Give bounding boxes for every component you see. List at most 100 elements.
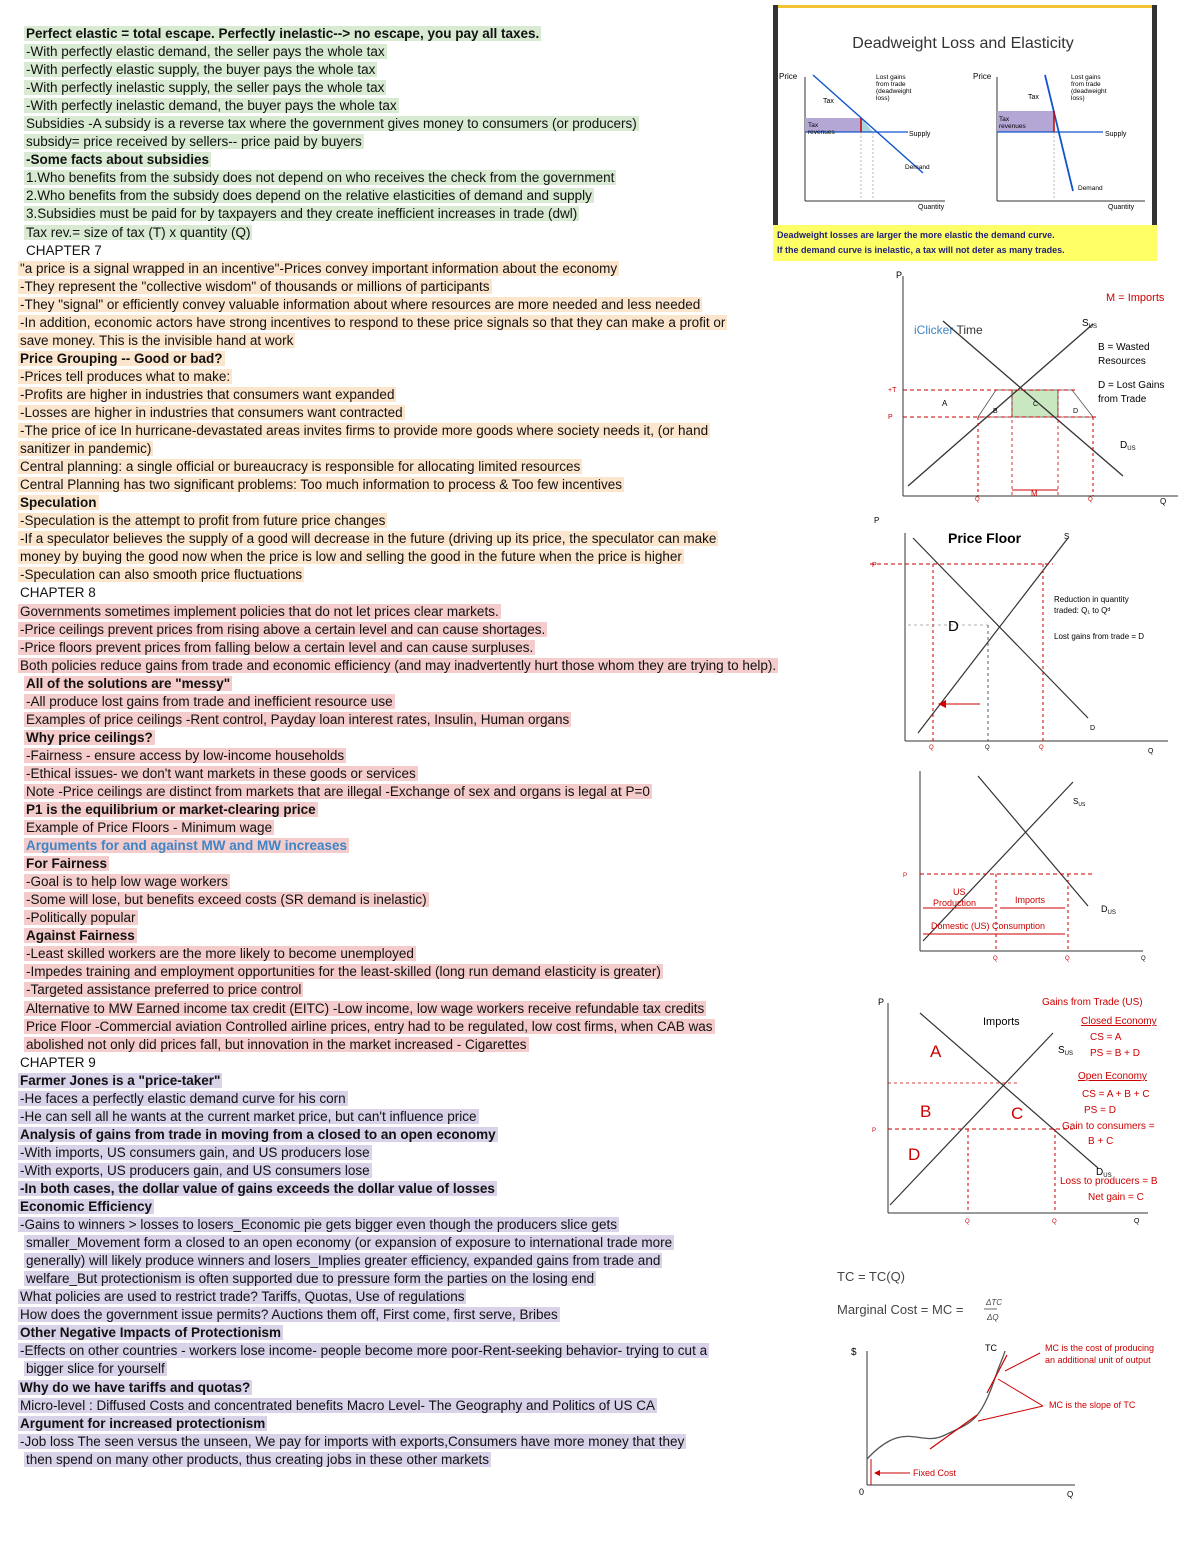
gft-area-c: C	[1011, 1104, 1023, 1123]
note-line: Other Negative Impacts of Protectionism	[18, 1324, 903, 1342]
mc-note-2: MC is the slope of TC	[1049, 1400, 1136, 1410]
marginal-cost-figure: TC = TC(Q) Marginal Cost = MC = ΔTC ΔQ $…	[837, 1269, 1154, 1499]
note-line: -In both cases, the dollar value of gain…	[18, 1180, 903, 1198]
note-line-text: CHAPTER 8	[20, 585, 96, 601]
note-line: sanitizer in pandemic)	[18, 440, 903, 458]
note-line-text: -Job loss The seen versus the unseen, We…	[18, 1433, 687, 1449]
gft-q-axis: Q	[1134, 1218, 1140, 1225]
tariff-m2: M	[1031, 489, 1038, 498]
mc-zero: 0	[859, 1487, 864, 1497]
tariff-q2: Q	[1088, 497, 1093, 503]
note-line: -Speculation is the attempt to profit fr…	[18, 512, 903, 530]
gft-open-cs: CS = A + B + C	[1082, 1089, 1150, 1100]
note-line: -Profits are higher in industries that c…	[18, 386, 903, 404]
gft-loss-prod: Loss to producers = B	[1060, 1176, 1158, 1187]
imp-imports: Imports	[1015, 895, 1046, 905]
tariff-area-d: D	[1073, 408, 1078, 415]
note-line-text: -Prices tell produces what to make:	[18, 368, 233, 384]
note-line-text: Micro-level : Diffused Costs and concent…	[18, 1397, 658, 1413]
note-line: -Least skilled workers are the more like…	[18, 945, 903, 963]
note-line-text: -Losses are higher in industries that co…	[18, 404, 405, 420]
note-line: Price Grouping -- Good or bad?	[18, 350, 903, 368]
tariff-pt: +T	[888, 387, 897, 394]
pf-note-2: traded: Q₁ to Qᵈ	[1054, 606, 1110, 615]
note-line: Against Fairness	[18, 927, 903, 945]
note-line: All of the solutions are "messy"	[18, 675, 903, 693]
gft-net-gain: Net gain = C	[1088, 1192, 1144, 1203]
tariff-d-label: D = Lost Gains from Trade	[1098, 380, 1167, 405]
note-line: then spend on many other products, thus …	[18, 1451, 903, 1469]
note-line-text: -Some will lose, but benefits exceed cos…	[24, 892, 429, 908]
note-line: -The price of ice In hurricane-devastate…	[18, 422, 903, 440]
note-line-text: Why price ceilings?	[24, 729, 155, 745]
note-line-text: -They represent the "collective wisdom" …	[18, 278, 492, 294]
mc-q: Q	[1067, 1490, 1073, 1499]
imp-pw: P	[903, 873, 907, 879]
mc-note-1a: MC is the cost of producing	[1045, 1343, 1154, 1353]
tariff-b-label: B = Wasted Resources	[1098, 342, 1152, 367]
note-line-text: -Price ceilings prevent prices from risi…	[18, 621, 548, 637]
note-line: Price Floor -Commercial aviation Control…	[18, 1018, 903, 1036]
tariff-title: iClicker Time	[914, 323, 983, 337]
note-line: -They "signal" or efficiently convey val…	[18, 296, 903, 314]
note-line: save money. This is the invisible hand a…	[18, 332, 903, 350]
note-line-text: -Fairness - ensure access by low-income …	[24, 747, 347, 763]
note-line-text: -Price floors prevent prices from fallin…	[18, 639, 536, 655]
tariff-area-a: A	[942, 399, 948, 408]
note-line-text: Economic Efficiency	[18, 1199, 155, 1215]
note-line: -With exports, US producers gain, and US…	[18, 1162, 903, 1180]
note-line-text: bigger slice for yourself	[24, 1361, 167, 1377]
dwl-left-qty-label: Quantity	[918, 204, 945, 211]
note-line-text: -Profits are higher in industries that c…	[18, 386, 397, 402]
mc-mc-equation: Marginal Cost = MC =	[837, 1302, 963, 1317]
note-line-text: Analysis of gains from trade in moving f…	[18, 1126, 498, 1142]
note-line: -Goal is to help low wage workers	[18, 873, 903, 891]
pf-p-axis: P	[874, 516, 879, 525]
note-line: Micro-level : Diffused Costs and concent…	[18, 1397, 903, 1415]
note-line: 1.Who benefits from the subsidy does not…	[18, 169, 903, 187]
note-line-text: -With perfectly inelastic supply, the se…	[24, 80, 387, 96]
gft-closed: Closed Economy	[1081, 1016, 1157, 1027]
note-line-text: Note -Price ceilings are distinct from m…	[24, 783, 652, 799]
gft-q1: Q	[965, 1219, 970, 1225]
dwl-right-qty-label: Quantity	[1108, 204, 1135, 211]
gft-p-axis: P	[878, 997, 884, 1007]
note-line: -Ethical issues- we don't want markets i…	[18, 765, 903, 783]
note-line-text: Subsidies -A subsidy is a reverse tax wh…	[24, 116, 639, 132]
dwl-left-tax: Tax	[823, 98, 834, 105]
note-line-text: For Fairness	[24, 856, 110, 872]
note-line-text: -If a speculator believes the supply of …	[18, 531, 719, 547]
note-line-text: generally) will likely produce winners a…	[24, 1253, 663, 1269]
note-line-text: Price Grouping -- Good or bad?	[18, 350, 225, 366]
note-line: Perfect elastic = total escape. Perfectl…	[18, 25, 903, 43]
note-line: abolished not only did prices fall, but …	[18, 1036, 903, 1054]
note-line-text: -With perfectly elastic demand, the sell…	[24, 44, 387, 60]
imp-q1: Q	[993, 956, 998, 962]
note-line-text: Tax rev.= size of tax (T) x quantity (Q)	[24, 224, 253, 240]
gft-closed-cs: CS = A	[1090, 1032, 1122, 1043]
note-line: What policies are used to restrict trade…	[18, 1288, 903, 1306]
note-line: -He faces a perfectly elastic demand cur…	[18, 1090, 903, 1108]
note-line: "a price is a signal wrapped in an incen…	[18, 260, 903, 278]
note-line: -With perfectly inelastic supply, the se…	[18, 79, 903, 97]
dwl-right-price-label: Price	[973, 72, 992, 81]
note-line: -With perfectly elastic demand, the sell…	[18, 43, 903, 61]
note-line-text: -Impedes training and employment opportu…	[24, 964, 663, 980]
note-line-text: -Speculation can also smooth price fluct…	[18, 567, 305, 583]
note-line: -Fairness - ensure access by low-income …	[18, 747, 903, 765]
pf-qd: Q	[929, 745, 934, 751]
gft-q2: Q	[1052, 1219, 1057, 1225]
pf-s: S	[1064, 532, 1069, 541]
note-line: Argument for increased protectionism	[18, 1415, 903, 1433]
note-line-text: Farmer Jones is a "price-taker"	[18, 1072, 223, 1088]
note-line: -Price floors prevent prices from fallin…	[18, 639, 903, 657]
note-line: How does the government issue permits? A…	[18, 1306, 903, 1324]
note-line: generally) will likely produce winners a…	[18, 1252, 903, 1270]
imp-q: Q	[1141, 956, 1146, 962]
gft-gains-title: Gains from Trade (US)	[1042, 997, 1143, 1008]
note-line-text: 2.Who benefits from the subsidy does dep…	[24, 188, 594, 204]
